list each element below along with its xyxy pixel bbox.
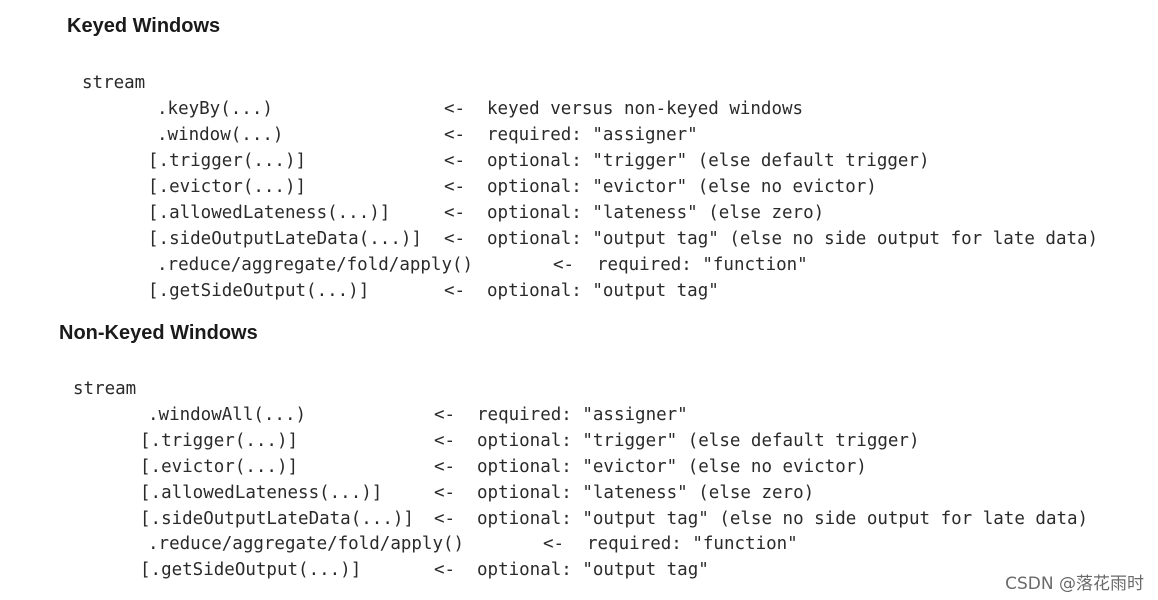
non-keyed-call-get-side-output: [.getSideOutput(...)]	[140, 560, 362, 580]
non-keyed-arrow-evictor: <-	[434, 457, 456, 477]
non-keyed-arrow-window-all: <-	[434, 405, 456, 425]
keyed-comment-keyby: keyed versus non-keyed windows	[487, 99, 804, 119]
keyed-arrow-get-side-output: <-	[444, 281, 466, 301]
keyed-comment-reduce: required: "function"	[597, 255, 808, 275]
non-keyed-call-reduce: .reduce/aggregate/fold/apply()	[148, 534, 465, 554]
non-keyed-comment-get-side-output: optional: "output tag"	[477, 560, 709, 580]
keyed-arrow-side-output-late-data: <-	[444, 229, 466, 249]
keyed-call-side-output-late-data: [.sideOutputLateData(...)]	[148, 229, 422, 249]
keyed-arrow-evictor: <-	[444, 177, 466, 197]
non-keyed-arrow-reduce: <-	[543, 534, 565, 554]
non-keyed-call-allowed-lateness: [.allowedLateness(...)]	[140, 483, 383, 503]
non-keyed-arrow-get-side-output: <-	[434, 560, 456, 580]
non-keyed-stream-root: stream	[73, 379, 137, 399]
keyed-arrow-window: <-	[444, 125, 466, 145]
non-keyed-arrow-side-output-late-data: <-	[434, 509, 456, 529]
keyed-windows-heading: Keyed Windows	[67, 15, 221, 37]
non-keyed-comment-reduce: required: "function"	[587, 534, 798, 554]
non-keyed-comment-trigger: optional: "trigger" (else default trigge…	[477, 431, 920, 451]
non-keyed-arrow-allowed-lateness: <-	[434, 483, 456, 503]
keyed-arrow-trigger: <-	[444, 151, 466, 171]
keyed-call-trigger: [.trigger(...)]	[148, 151, 307, 171]
keyed-arrow-reduce: <-	[553, 255, 575, 275]
keyed-call-allowed-lateness: [.allowedLateness(...)]	[148, 203, 391, 223]
keyed-comment-get-side-output: optional: "output tag"	[487, 281, 719, 301]
non-keyed-comment-evictor: optional: "evictor" (else no evictor)	[477, 457, 867, 477]
non-keyed-comment-allowed-lateness: optional: "lateness" (else zero)	[477, 483, 815, 503]
keyed-comment-allowed-lateness: optional: "lateness" (else zero)	[487, 203, 825, 223]
non-keyed-call-evictor: [.evictor(...)]	[140, 457, 299, 477]
keyed-call-evictor: [.evictor(...)]	[148, 177, 307, 197]
non-keyed-call-side-output-late-data: [.sideOutputLateData(...)]	[140, 509, 414, 529]
keyed-call-window: .window(...)	[157, 125, 284, 145]
keyed-comment-trigger: optional: "trigger" (else default trigge…	[487, 151, 930, 171]
keyed-comment-side-output-late-data: optional: "output tag" (else no side out…	[487, 229, 1099, 249]
non-keyed-call-window-all: .windowAll(...)	[148, 405, 307, 425]
non-keyed-comment-side-output-late-data: optional: "output tag" (else no side out…	[477, 509, 1089, 529]
non-keyed-call-trigger: [.trigger(...)]	[140, 431, 299, 451]
non-keyed-comment-window-all: required: "assigner"	[477, 405, 688, 425]
non-keyed-arrow-trigger: <-	[434, 431, 456, 451]
keyed-call-keyby: .keyBy(...)	[157, 99, 273, 119]
keyed-call-reduce: .reduce/aggregate/fold/apply()	[157, 255, 474, 275]
keyed-arrow-allowed-lateness: <-	[444, 203, 466, 223]
keyed-comment-window: required: "assigner"	[487, 125, 698, 145]
keyed-call-get-side-output: [.getSideOutput(...)]	[148, 281, 370, 301]
keyed-arrow-keyby: <-	[444, 99, 466, 119]
non-keyed-windows-heading: Non-Keyed Windows	[59, 322, 258, 344]
keyed-stream-root: stream	[82, 73, 146, 93]
keyed-comment-evictor: optional: "evictor" (else no evictor)	[487, 177, 877, 197]
csdn-watermark: CSDN @落花雨时	[1005, 574, 1144, 594]
